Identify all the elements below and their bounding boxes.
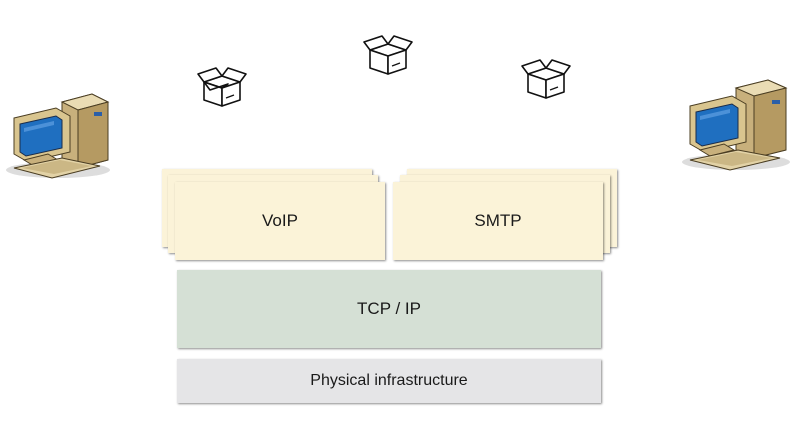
smtp-label: SMTP [474, 211, 522, 230]
physical-infrastructure-layer: Physical infrastructure [177, 359, 601, 403]
left-computer-icon [0, 90, 112, 182]
package-box-icon [362, 32, 414, 78]
package-box-icon [520, 56, 572, 102]
package-box-icon [196, 64, 248, 110]
voip-layer: VoIP [175, 182, 385, 260]
voip-label: VoIP [262, 211, 298, 230]
smtp-layer: SMTP [393, 182, 603, 260]
tcp-ip-label: TCP / IP [357, 299, 421, 318]
physical-infrastructure-label: Physical infrastructure [310, 372, 468, 389]
right-computer-icon [672, 74, 792, 174]
tcp-ip-layer: TCP / IP [177, 270, 601, 348]
